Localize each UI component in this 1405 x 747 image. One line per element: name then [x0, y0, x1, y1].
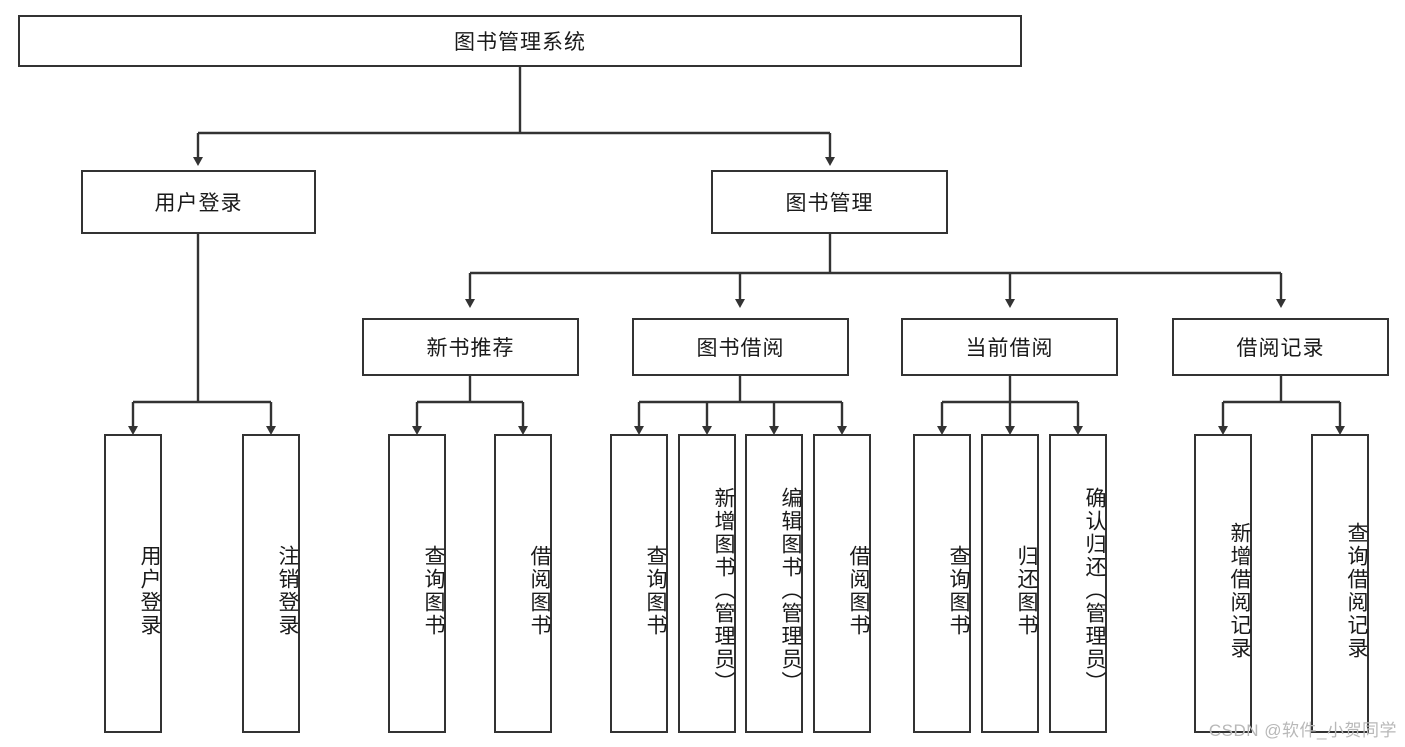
node-book-management-label: 图书管理 [785, 192, 874, 215]
leaf-current-query-book[interactable]: 查询图书 [913, 434, 971, 733]
leaf-label: 借阅图书 [847, 544, 870, 637]
leaf-borrow-edit-book-admin[interactable]: 编辑图书（管理员） [745, 434, 803, 733]
node-current-borrow[interactable]: 当前借阅 [901, 318, 1118, 376]
leaf-label: 编辑图书（管理员） [779, 487, 802, 694]
node-borrow-records[interactable]: 借阅记录 [1172, 318, 1389, 376]
node-new-book-recommend-label: 新书推荐 [426, 337, 515, 360]
leaf-recommend-query-book[interactable]: 查询图书 [388, 434, 446, 733]
leaf-label: 查询图书 [644, 544, 667, 637]
node-book-management[interactable]: 图书管理 [711, 170, 948, 234]
node-root-label: 图书管理系统 [454, 31, 586, 54]
leaf-label: 查询图书 [947, 544, 970, 637]
leaf-borrow-borrow-book[interactable]: 借阅图书 [813, 434, 871, 733]
leaf-current-return-book[interactable]: 归还图书 [981, 434, 1039, 733]
node-current-borrow-label: 当前借阅 [965, 337, 1054, 360]
leaf-label: 借阅图书 [528, 544, 551, 637]
leaf-label: 查询借阅记录 [1345, 521, 1368, 660]
node-root[interactable]: 图书管理系统 [18, 15, 1022, 67]
leaf-records-query-record[interactable]: 查询借阅记录 [1311, 434, 1369, 733]
csdn-watermark: CSDN @软件_小贺同学 [1208, 721, 1397, 740]
node-user-login-label: 用户登录 [154, 192, 243, 215]
node-book-borrow-label: 图书借阅 [696, 337, 785, 360]
node-borrow-records-label: 借阅记录 [1236, 337, 1325, 360]
leaf-user-login-logout[interactable]: 注销登录 [242, 434, 300, 733]
leaf-label: 新增图书（管理员） [712, 487, 735, 694]
leaf-label: 注销登录 [276, 544, 299, 637]
leaf-label: 确认归还（管理员） [1083, 487, 1106, 694]
leaf-borrow-add-book-admin[interactable]: 新增图书（管理员） [678, 434, 736, 733]
leaf-current-confirm-return-admin[interactable]: 确认归还（管理员） [1049, 434, 1107, 733]
leaf-label: 新增借阅记录 [1228, 521, 1251, 660]
node-book-borrow[interactable]: 图书借阅 [632, 318, 849, 376]
node-user-login[interactable]: 用户登录 [81, 170, 316, 234]
leaf-recommend-borrow-book[interactable]: 借阅图书 [494, 434, 552, 733]
node-new-book-recommend[interactable]: 新书推荐 [362, 318, 579, 376]
leaf-label: 用户登录 [138, 544, 161, 637]
leaf-label: 归还图书 [1015, 544, 1038, 637]
leaf-records-add-record[interactable]: 新增借阅记录 [1194, 434, 1252, 733]
leaf-user-login-login[interactable]: 用户登录 [104, 434, 162, 733]
leaf-borrow-query-book[interactable]: 查询图书 [610, 434, 668, 733]
leaf-label: 查询图书 [422, 544, 445, 637]
